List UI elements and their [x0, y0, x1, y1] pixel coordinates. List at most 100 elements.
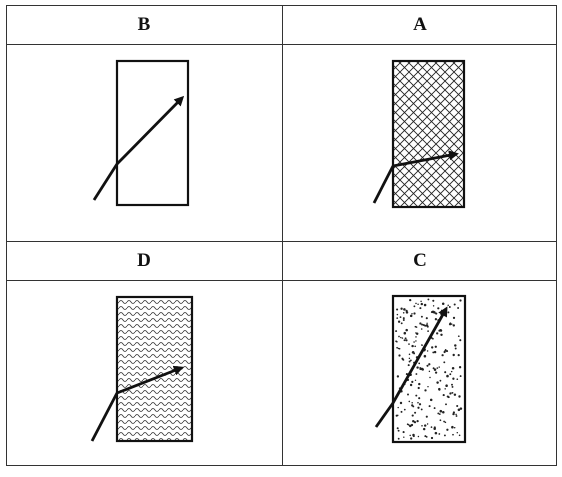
texture-dot [450, 370, 453, 373]
texture-dot [427, 385, 429, 388]
texture-dot [444, 421, 447, 424]
texture-dot [400, 336, 402, 339]
refracted-ray [391, 306, 448, 404]
texture-dot [452, 377, 455, 380]
texture-dot [432, 367, 435, 370]
texture-dot [410, 359, 412, 362]
texture-dot [411, 414, 414, 417]
row-divider-2 [7, 241, 556, 242]
texture-dot [415, 373, 418, 375]
texture-dot [455, 415, 458, 417]
texture-dot [441, 354, 444, 357]
texture-dot [399, 401, 403, 405]
texture-dot [449, 373, 452, 376]
texture-dot [414, 345, 417, 348]
texture-dot [445, 403, 447, 406]
texture-dot [432, 310, 434, 313]
texture-dot [440, 333, 443, 337]
texture-dot [446, 428, 449, 431]
crosshatch-block [391, 59, 466, 209]
label-option-d: D [137, 250, 151, 271]
texture-dot [438, 387, 441, 391]
texture-dot [418, 403, 422, 406]
texture-dot [436, 367, 439, 369]
texture-dot [446, 374, 449, 378]
texture-dot [451, 391, 454, 394]
texture-dot [424, 389, 427, 392]
texture-dot [443, 420, 446, 423]
incident-ray [374, 402, 395, 428]
texture-dot [451, 383, 453, 386]
texture-dot [418, 362, 421, 365]
texture-dot [409, 434, 411, 437]
texture-dot [397, 320, 401, 323]
texture-dot [408, 360, 411, 363]
label-option-b: B [137, 14, 151, 35]
texture-dot [417, 401, 419, 404]
texture-dot [395, 330, 398, 333]
texture-dot [433, 350, 437, 354]
options-table: B A D C [6, 5, 557, 466]
texture-dot [438, 433, 440, 435]
texture-dot [458, 395, 461, 398]
texture-dot [443, 361, 446, 364]
texture-dot [430, 426, 433, 428]
texture-dot [429, 398, 433, 402]
texture-dot [398, 335, 400, 338]
texture-dot [415, 340, 417, 342]
texture-dot [417, 406, 420, 409]
texture-dot [426, 325, 429, 328]
texture-dot [439, 409, 443, 413]
texture-dot [410, 437, 413, 440]
texture-dot [417, 386, 420, 390]
texture-dot [411, 380, 414, 383]
texture-dot [445, 350, 449, 353]
texture-dot [417, 303, 419, 305]
texture-dot [405, 311, 409, 314]
texture-dot [452, 316, 456, 320]
texture-dot [404, 337, 407, 340]
texture-dot [396, 346, 398, 349]
texture-dot [452, 353, 455, 357]
texture-dot [415, 394, 418, 397]
texture-dot [451, 385, 454, 388]
texture-dot [426, 350, 429, 352]
texture-dot [431, 346, 434, 349]
texture-dot [424, 324, 427, 327]
texture-dot [424, 435, 427, 438]
texture-dot [415, 332, 417, 334]
texture-dot [452, 412, 455, 416]
texture-dot [417, 435, 420, 438]
texture-dot [457, 354, 460, 357]
texture-dot [449, 322, 452, 325]
texture-dot [413, 312, 416, 315]
texture-dot [434, 371, 438, 374]
texture-dot [397, 406, 399, 409]
texture-dot [444, 371, 447, 374]
texture-dot [407, 364, 410, 367]
texture-dot [437, 307, 440, 310]
texture-dot [457, 335, 460, 338]
texture-dot [402, 317, 405, 320]
texture-dot [439, 419, 442, 422]
texture-dot [442, 394, 445, 397]
texture-dot [397, 437, 400, 440]
texture-dot [434, 318, 438, 321]
texture-dot [395, 340, 397, 343]
texture-dot [459, 375, 462, 378]
texture-dot [401, 357, 404, 360]
texture-dot [403, 436, 405, 438]
texture-dot [456, 378, 459, 381]
texture-dot [450, 323, 453, 325]
texture-dot [411, 404, 414, 407]
texture-dot [420, 315, 423, 318]
texture-dot [453, 393, 457, 396]
column-divider [282, 6, 283, 465]
texture-dot [427, 298, 430, 301]
texture-dot [423, 303, 427, 307]
texture-dot [414, 379, 417, 382]
texture-dot [432, 351, 435, 354]
texture-dot [412, 435, 415, 438]
incident-ray [372, 165, 395, 204]
texture-dot [410, 423, 414, 427]
